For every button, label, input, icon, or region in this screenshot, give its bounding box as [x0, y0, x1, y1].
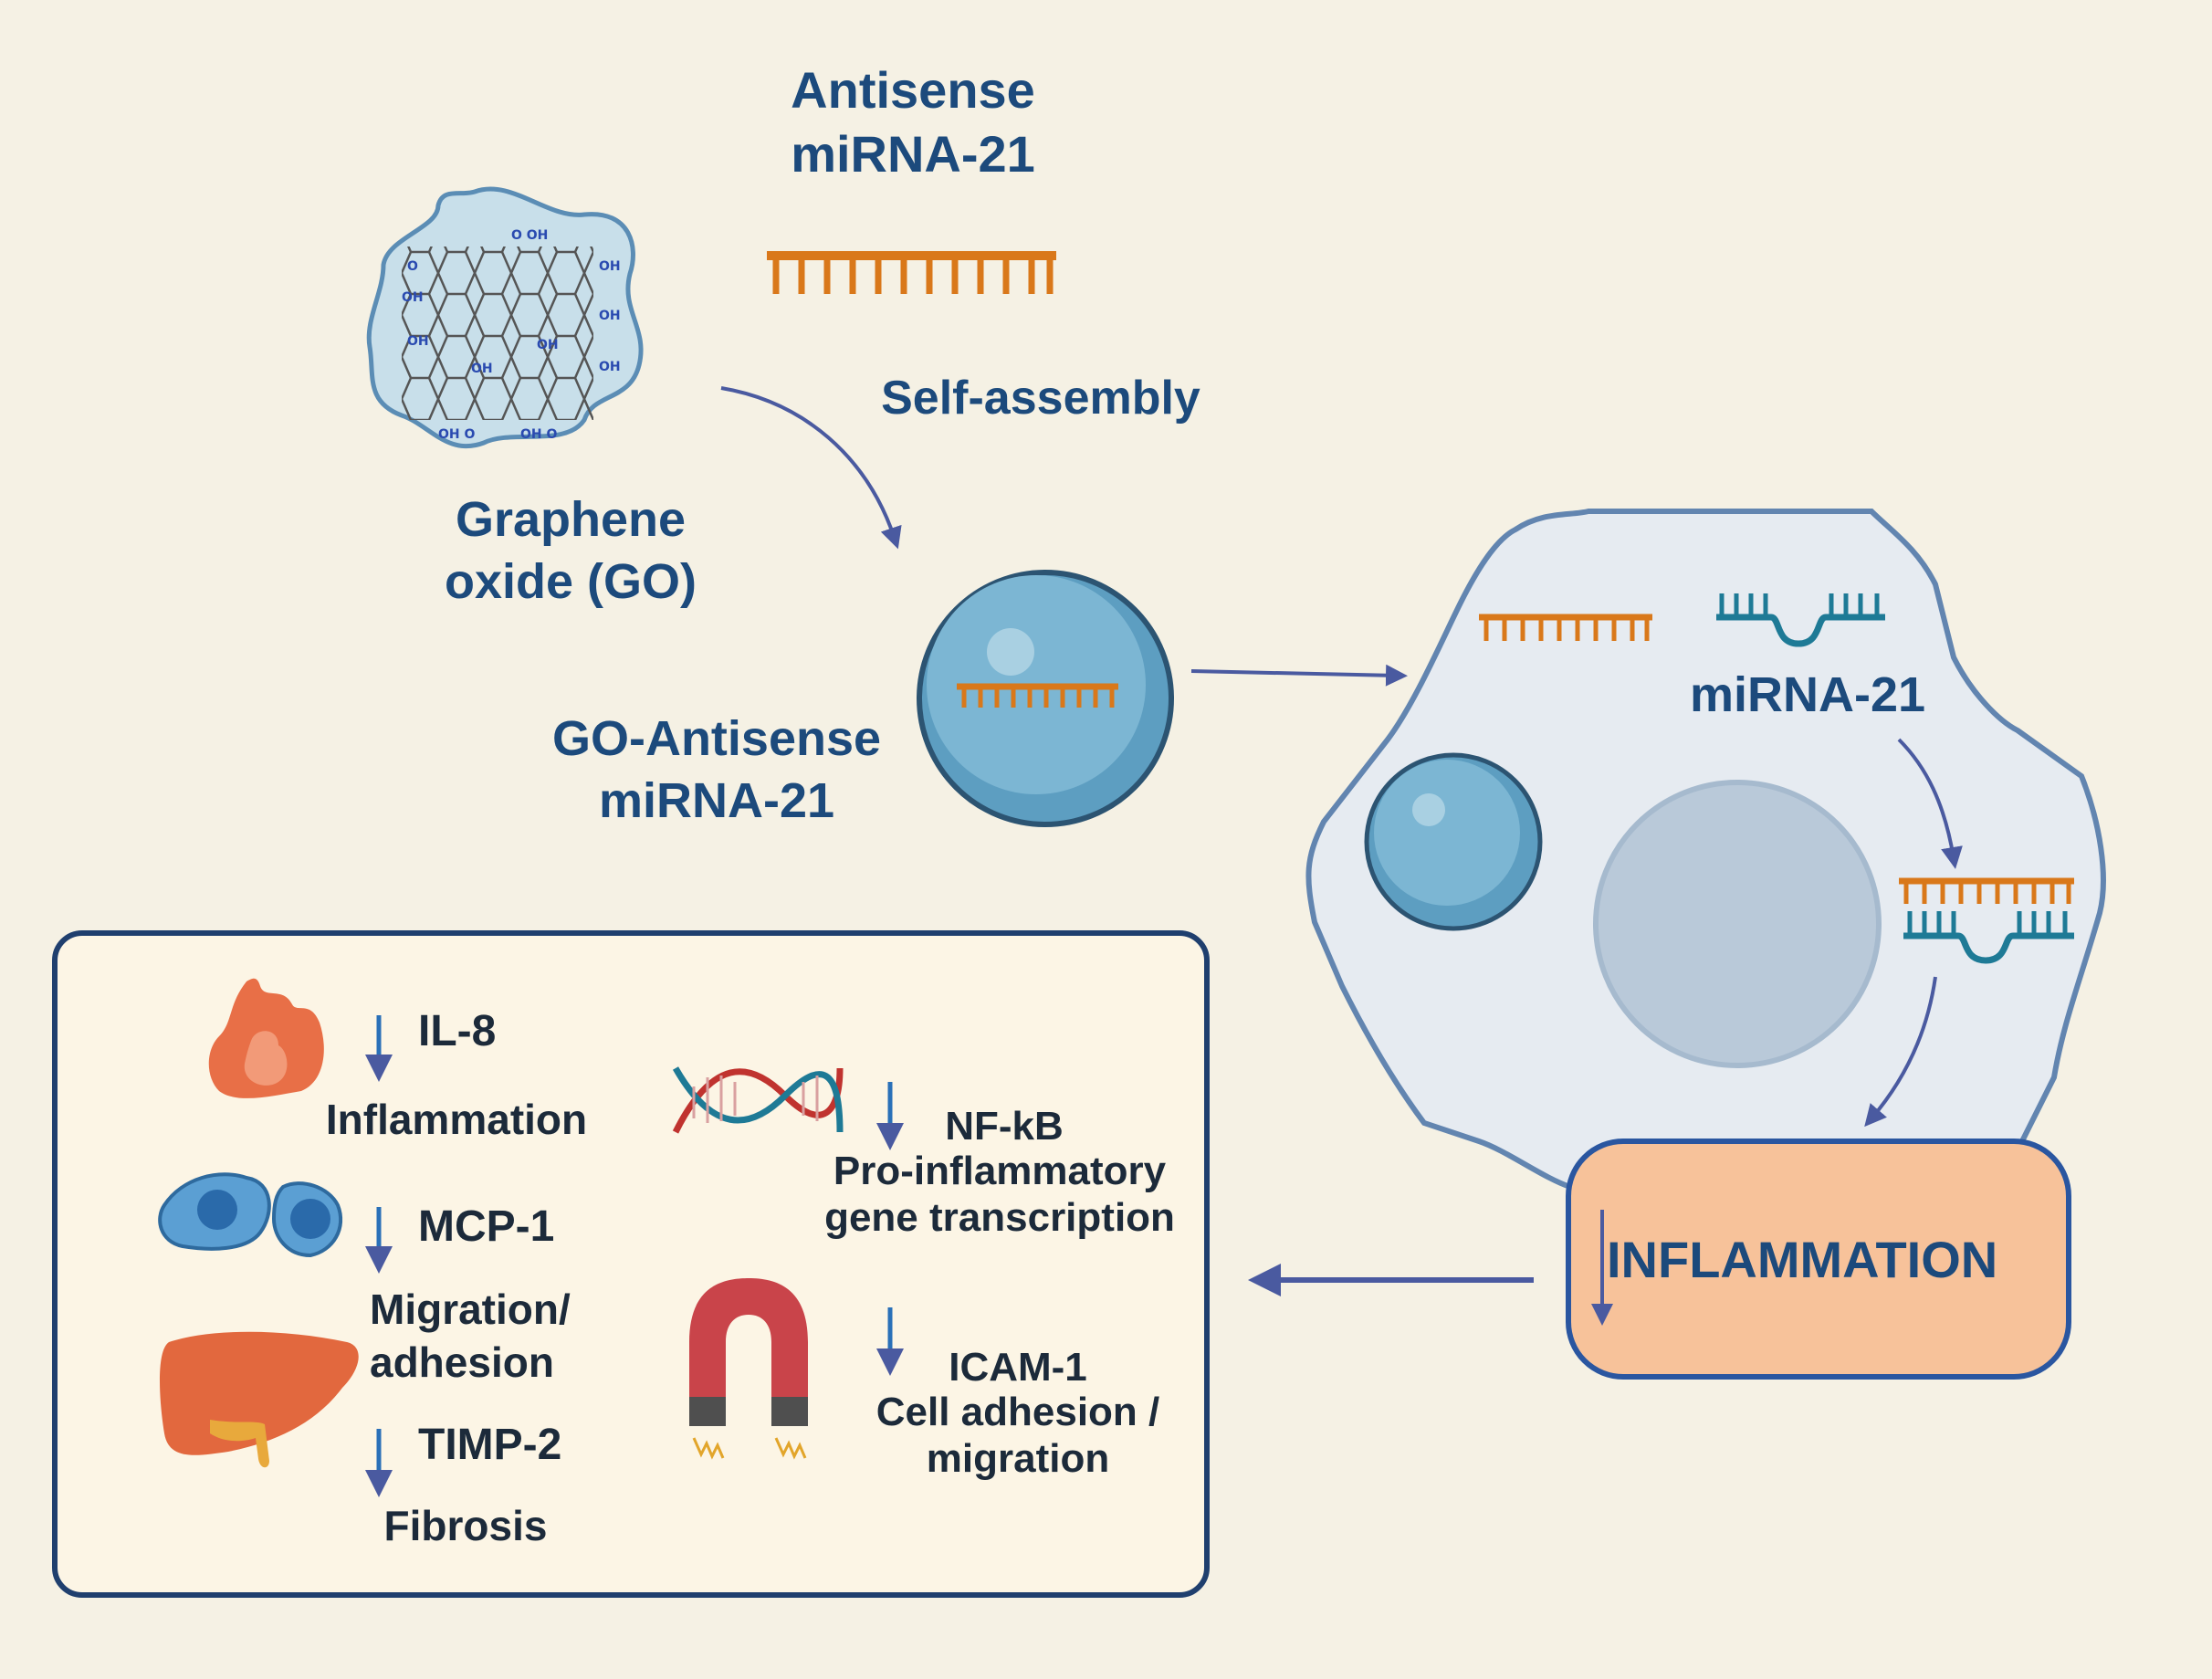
binding-arrow [1897, 738, 1963, 869]
inflammation-arrow [1864, 976, 1937, 1128]
graphene-oxide-sheet-icon: O OH O OH OH OH OH OH OH OH OH O OH O [366, 186, 644, 449]
uptake-arrow [1190, 664, 1408, 687]
self-assembly-arrow [720, 386, 902, 550]
cell-antisense-strand-icon [1479, 614, 1652, 641]
effects-panel [52, 930, 1210, 1598]
antisense-strand-icon [767, 251, 1056, 294]
svg-text:OH: OH [599, 360, 621, 374]
timp2-label: TIMP-2 [418, 1421, 562, 1469]
cell-icon [1305, 509, 2106, 1191]
fibrosis-label: Fibrosis [383, 1502, 548, 1549]
svg-text:OH: OH [471, 362, 493, 376]
icam1-description: Cell adhesion /migration [875, 1390, 1160, 1481]
nfkb-label: NF-kB [945, 1104, 1064, 1149]
svg-text:OH: OH [599, 309, 621, 323]
inflammation-box [1566, 1139, 2071, 1380]
dna-helix-icon [672, 1066, 844, 1134]
svg-text:OH: OH [599, 259, 621, 274]
svg-text:OH O: OH O [520, 427, 557, 442]
antisense-mirna-duplex-icon [1899, 877, 2074, 964]
svg-text:OH: OH [537, 338, 559, 352]
svg-text:O OH: O OH [511, 228, 548, 243]
mirna21-label: miRNA-21 [1689, 667, 1926, 722]
migration-label: Migration/adhesion [370, 1285, 571, 1386]
svg-text:OH O: OH O [438, 427, 475, 442]
svg-text:O: O [407, 259, 418, 274]
svg-text:OH: OH [402, 290, 424, 305]
down-arrows [365, 1015, 904, 1497]
macrophage-cells-icon [158, 1172, 343, 1258]
il8-label: IL-8 [418, 1007, 497, 1055]
flame-icon [208, 978, 324, 1098]
magnet-icon [689, 1278, 808, 1460]
inflammation-label: INFLAMMATION [1607, 1231, 1998, 1288]
svg-text:OH: OH [407, 334, 429, 349]
go-antisense-sphere-icon [917, 570, 1174, 827]
mcp1-label: MCP-1 [418, 1202, 555, 1251]
inflammation-effect-label: Inflammation [325, 1096, 588, 1143]
self-assembly-label: Self-assembly [881, 372, 1200, 425]
icam1-label: ICAM-1 [949, 1345, 1087, 1390]
liver-icon [160, 1331, 359, 1468]
mirna21-strand-icon [1716, 593, 1885, 647]
